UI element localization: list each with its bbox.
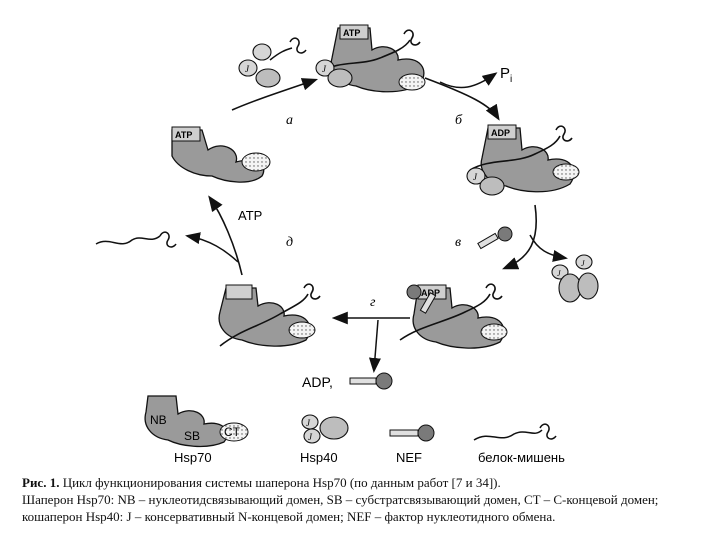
j-substrate-complex: J	[239, 38, 306, 87]
step-v-label: в	[455, 235, 461, 250]
legend-ct-label: CT	[224, 425, 241, 439]
j-label-released-2: J	[557, 269, 561, 278]
state-hsp70-adp-nef-substrate: ADP	[400, 284, 507, 348]
legend-hsp70: NB SB CT Hsp70	[145, 396, 248, 465]
legend-nef-label: NEF	[396, 450, 422, 465]
step-b-label: б	[455, 113, 463, 128]
state-hsp70-empty-substrate	[219, 284, 320, 346]
caption-line-1: Рис. 1. Цикл функционирования системы ша…	[22, 474, 702, 491]
step-g-label: г	[370, 295, 376, 310]
adp-release-label: ADP,	[302, 374, 333, 390]
legend-substrate-label: белок-мишень	[478, 450, 565, 465]
arrow-j-release	[530, 235, 565, 258]
arrow-b	[425, 78, 498, 118]
arrow-pi	[440, 74, 495, 88]
legend-sb-label: SB	[184, 429, 200, 443]
step-d-label: д	[286, 235, 293, 250]
caption-line-2: Шаперон Hsp70: NB – нуклеотидсвязывающий…	[22, 491, 702, 525]
legend-hsp70-label: Hsp70	[174, 450, 212, 465]
legend-nb-label: NB	[150, 413, 167, 427]
caption-title: Цикл функционирования системы шаперона H…	[63, 475, 501, 490]
legend-substrate: белок-мишень	[474, 424, 565, 465]
released-nef	[350, 373, 392, 389]
j-label-released-1: J	[581, 259, 585, 268]
legend-nef: NEF	[390, 425, 434, 465]
atp-arrow-label: ATP	[238, 208, 262, 223]
adp-box-label: ADP	[491, 128, 510, 138]
arrow-adp-release	[374, 320, 378, 370]
atp-box-label: ATP	[175, 130, 192, 140]
caption-prefix: Рис. 1.	[22, 475, 59, 490]
figure-caption: Рис. 1. Цикл функционирования системы ша…	[22, 474, 702, 525]
nef-approaching	[478, 227, 512, 249]
legend-hsp40-label: Hsp40	[300, 450, 338, 465]
released-substrate	[96, 232, 176, 247]
state-hsp70-atp-j-substrate: ATP J	[316, 25, 425, 92]
legend-hsp40: J J Hsp40	[300, 415, 348, 465]
state-hsp70-atp: ATP	[172, 127, 270, 182]
step-a-label: а	[286, 113, 293, 128]
state-hsp70-adp-j-substrate: ADP J	[467, 125, 579, 195]
released-hsp40: J J	[552, 255, 598, 302]
atp-box-label-top: ATP	[343, 28, 360, 38]
pi-label: Pi	[500, 65, 512, 85]
